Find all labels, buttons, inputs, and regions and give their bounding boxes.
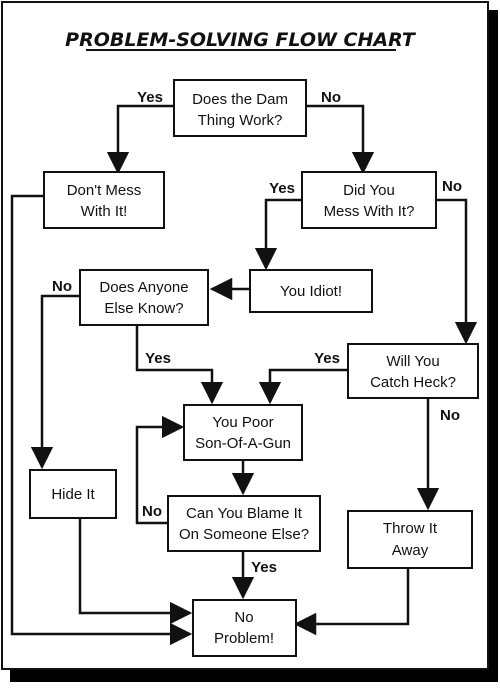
edges [10, 104, 478, 646]
svg-text:You Idiot!: You Idiot! [280, 283, 342, 300]
node-blame-someone: Can You Blame It On Someone Else? [167, 495, 321, 552]
svg-text:Else Know?: Else Know? [104, 300, 183, 317]
svg-text:Problem!: Problem! [214, 630, 274, 647]
edge-anyone-poor [135, 325, 224, 405]
svg-text:On Someone Else?: On Someone Else? [179, 526, 309, 543]
svg-text:Away: Away [392, 542, 429, 559]
edge-work-mess [306, 104, 375, 175]
label-blame-no: No [142, 503, 162, 520]
node-you-poor: You Poor Son-Of-A-Gun [183, 404, 303, 461]
node-anyone-else-know: Does Anyone Else Know? [79, 269, 209, 326]
node-hide-it: Hide It [29, 469, 117, 519]
label-heck-yes: Yes [314, 350, 340, 367]
label-blame-yes: Yes [251, 559, 277, 576]
node-throw-away: Throw It Away [347, 510, 473, 569]
edge-dontmess-noprob [10, 194, 193, 646]
node-did-you-mess: Did You Mess With It? [301, 171, 437, 229]
svg-text:Can You Blame It: Can You Blame It [186, 505, 303, 522]
svg-text:Mess With It?: Mess With It? [324, 203, 415, 220]
svg-text:Did You: Did You [343, 182, 395, 199]
label-anyone-no: No [52, 278, 72, 295]
svg-text:Throw It: Throw It [383, 520, 438, 537]
svg-text:Don't Mess: Don't Mess [67, 182, 142, 199]
label-work-yes: Yes [137, 89, 163, 106]
node-catch-heck: Will You Catch Heck? [347, 343, 479, 399]
label-work-no: No [321, 89, 341, 106]
edge-hide-noprob [78, 518, 193, 625]
node-dont-mess: Don't Mess With It! [43, 171, 165, 229]
label-anyone-yes: Yes [145, 350, 171, 367]
edge-blame-poor [135, 415, 185, 525]
node-does-it-work: Does the Dam Thing Work? [173, 79, 307, 137]
svg-text:Hide It: Hide It [51, 486, 95, 503]
edge-work-dontmess [106, 104, 174, 175]
label-mess-yes: Yes [269, 180, 295, 197]
node-no-problem: No Problem! [192, 599, 297, 657]
edge-mess-idiot [254, 198, 302, 271]
edge-heck-poor [258, 368, 348, 405]
edge-anyone-hide [30, 294, 80, 470]
svg-text:Thing Work?: Thing Work? [198, 112, 283, 129]
svg-text:Catch Heck?: Catch Heck? [370, 374, 456, 391]
svg-text:With It!: With It! [81, 203, 128, 220]
edge-mess-heck [436, 198, 478, 345]
svg-text:Does the Dam: Does the Dam [192, 91, 288, 108]
svg-text:Son-Of-A-Gun: Son-Of-A-Gun [195, 435, 291, 452]
label-heck-no: No [440, 407, 460, 424]
node-you-idiot: You Idiot! [249, 269, 373, 313]
svg-text:Will You: Will You [386, 353, 439, 370]
edge-labels: Yes No Yes No No Yes Yes No No Yes [52, 89, 462, 576]
label-mess-no: No [442, 178, 462, 195]
svg-text:You Poor: You Poor [212, 414, 273, 431]
svg-text:No: No [234, 609, 253, 626]
nodes: Does the Dam Thing Work? Don't Mess With… [29, 79, 479, 657]
edge-throw-noprob [293, 568, 410, 636]
chart-title: PROBLEM-SOLVING FLOW CHART [65, 29, 417, 51]
svg-text:Does Anyone: Does Anyone [99, 279, 188, 296]
